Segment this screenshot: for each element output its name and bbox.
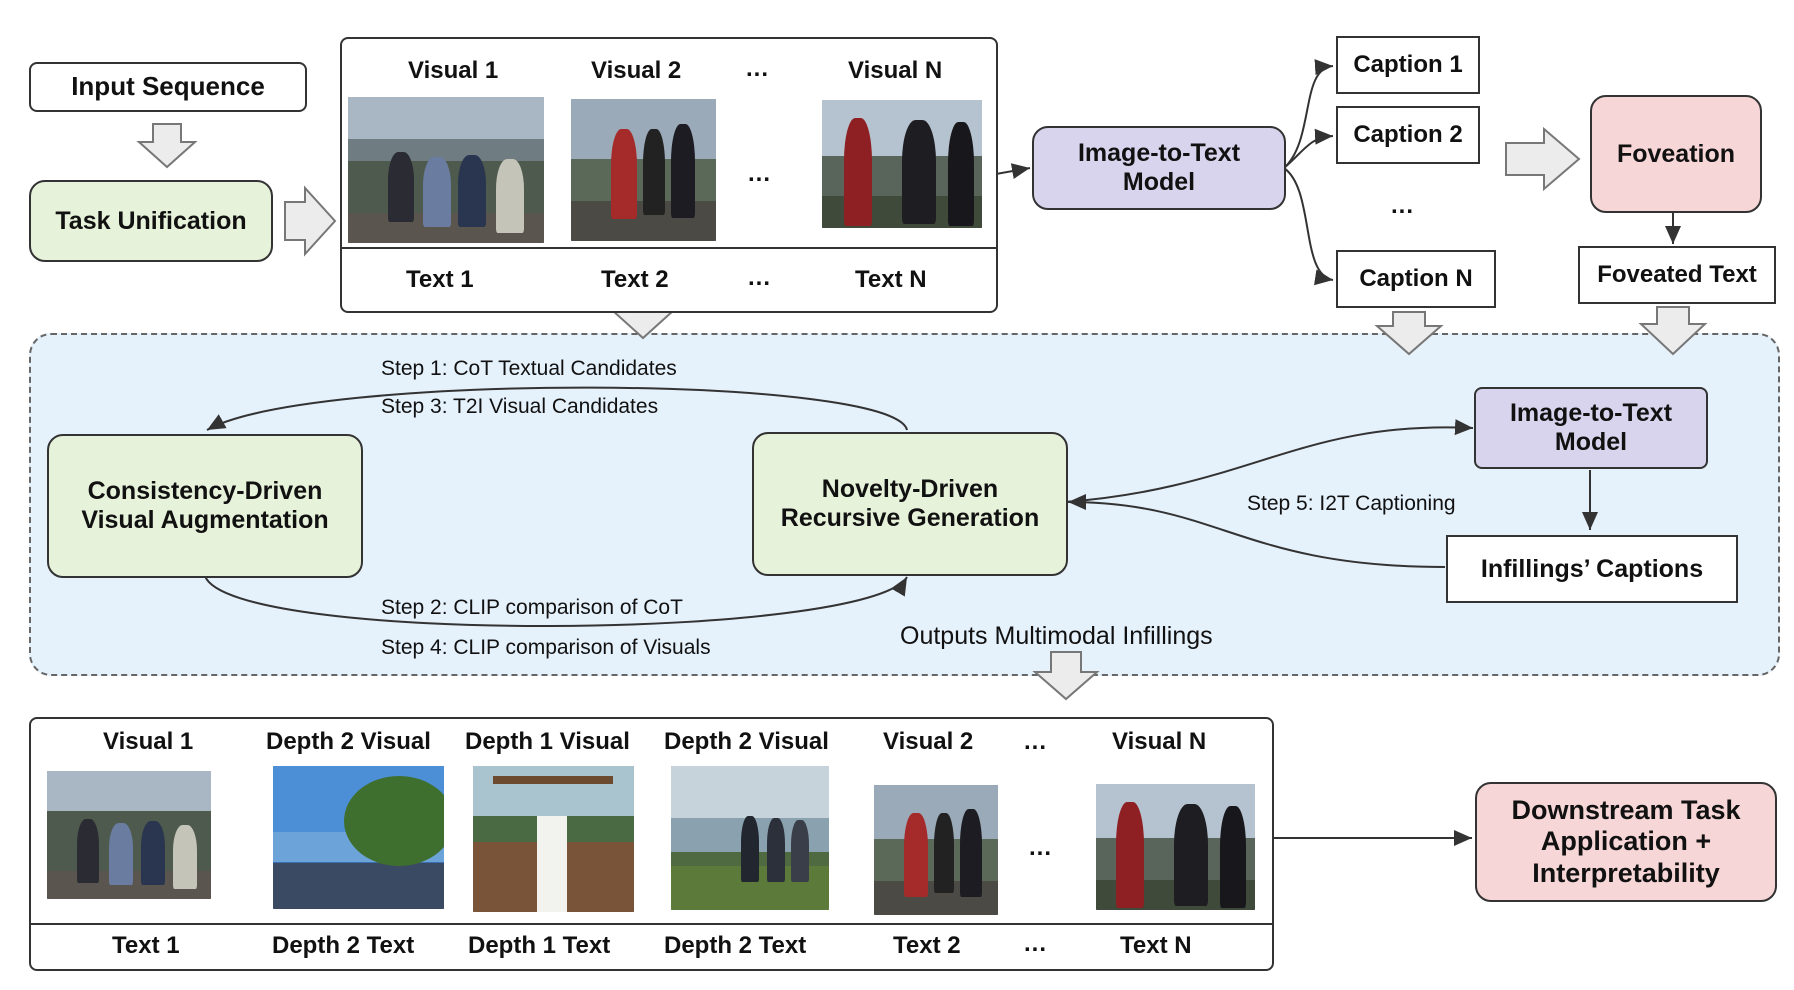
depth1-visual-image [473, 766, 634, 912]
caption-2-box: Caption 2 [1336, 106, 1480, 164]
caption-ellipsis: ... [1391, 192, 1415, 219]
output-sequence-panel [29, 717, 1274, 971]
arc-step2-4 [204, 575, 908, 627]
arrow-infillings-to-novelty [1067, 494, 1446, 568]
caption-2-label: Caption 2 [1353, 121, 1463, 149]
text-2-label: Text 2 [601, 266, 669, 293]
branch-caption-1 [1283, 59, 1334, 169]
out-depth2-visual-b-label: Depth 2 Visual [664, 728, 829, 755]
out-depth2-text-a-label: Depth 2 Text [272, 932, 415, 959]
text-ellipsis: ... [748, 264, 772, 291]
visual-1-image [348, 97, 544, 243]
out-visual-n-image [1096, 784, 1255, 910]
visual-ellipsis: ... [746, 55, 770, 82]
visuals-text-divider [340, 247, 998, 249]
novelty-label: Novelty-Driven Recursive Generation [780, 475, 1040, 532]
caption-1-box: Caption 1 [1336, 36, 1480, 94]
task-unification-label: Task Unification [55, 206, 247, 235]
visual-mid-ellipsis: ... [748, 160, 772, 187]
arrow-input-to-unification [136, 123, 198, 169]
foveation-box: Foveation [1590, 95, 1762, 213]
out-text-2-label: Text 2 [893, 932, 961, 959]
out-depth2-text-b-label: Depth 2 Text [664, 932, 807, 959]
novelty-box: Novelty-Driven Recursive Generation [752, 432, 1068, 576]
out-depth2-visual-a-label: Depth 2 Visual [266, 728, 431, 755]
out-text-ellipsis: ... [1024, 930, 1048, 957]
step-5-label: Step 5: I2T Captioning [1247, 492, 1456, 515]
infillings-captions-label: Infillings’ Captions [1480, 554, 1704, 583]
out-depth1-text-label: Depth 1 Text [468, 932, 611, 959]
arrow-visuals-to-i2t [995, 163, 1031, 180]
out-text-n-label: Text N [1120, 932, 1192, 959]
out-visual-2-image [874, 785, 998, 915]
step-4-label: Step 4: CLIP comparison of Visuals [381, 636, 711, 659]
arc-step1-3 [206, 386, 908, 431]
arrow-unification-to-visuals [284, 185, 337, 257]
loop-i2t-model-label: Image-to-Text Model [1509, 399, 1673, 456]
input-sequence-box: Input Sequence [29, 62, 307, 112]
input-sequence-label: Input Sequence [71, 71, 265, 102]
downstream-box: Downstream Task Application + Interpreta… [1475, 782, 1777, 902]
caption-n-label: Caption N [1359, 265, 1473, 293]
infillings-captions-box: Infillings’ Captions [1446, 535, 1738, 603]
arrow-captions-to-foveation [1505, 126, 1581, 192]
step-2-label: Step 2: CLIP comparison of CoT [381, 596, 683, 619]
step-1-label: Step 1: CoT Textual Candidates [381, 357, 677, 380]
out-visual-n-label: Visual N [1112, 728, 1207, 755]
visual-2-image [571, 99, 716, 241]
foveation-label: Foveation [1616, 139, 1736, 168]
out-visual-2-label: Visual 2 [883, 728, 974, 755]
consistency-box: Consistency-Driven Visual Augmentation [47, 434, 363, 578]
arrow-novelty-to-i2t [1064, 419, 1474, 503]
i2t-model-box: Image-to-Text Model [1032, 126, 1286, 210]
output-divider [29, 923, 1274, 925]
foveated-text-box: Foveated Text [1578, 246, 1776, 304]
step-3-label: Step 3: T2I Visual Candidates [381, 395, 659, 418]
out-depth1-visual-label: Depth 1 Visual [465, 728, 630, 755]
out-visual-ellipsis: ... [1024, 728, 1048, 755]
caption-1-label: Caption 1 [1353, 51, 1463, 79]
branch-caption-n [1283, 167, 1334, 286]
depth2-visual-a-image [273, 766, 444, 909]
out-visual-1-label: Visual 1 [103, 728, 194, 755]
consistency-label: Consistency-Driven Visual Augmentation [81, 477, 329, 534]
text-1-label: Text 1 [406, 266, 474, 293]
depth2-visual-b-image [671, 766, 829, 910]
out-visual-1-image [47, 771, 211, 899]
out-text-1-label: Text 1 [112, 932, 180, 959]
out-mid-ellipsis: ... [1029, 834, 1053, 861]
downstream-label: Downstream Task Application + Interpreta… [1511, 795, 1741, 888]
visual-n-label: Visual N [848, 57, 943, 84]
arrow-loop-to-outputs [1032, 651, 1100, 701]
arrow-captions-to-loop [1374, 311, 1444, 356]
visual-2-label: Visual 2 [591, 57, 682, 84]
task-unification-box: Task Unification [29, 180, 273, 262]
arrow-foveated-to-loop [1638, 306, 1708, 356]
branch-caption-2 [1283, 128, 1334, 169]
loop-i2t-model-box: Image-to-Text Model [1474, 387, 1708, 469]
outputs-label: Outputs Multimodal Infillings [900, 622, 1213, 650]
visual-1-label: Visual 1 [408, 57, 499, 84]
foveated-text-label: Foveated Text [1597, 261, 1757, 289]
caption-n-box: Caption N [1336, 250, 1496, 308]
visual-n-image [822, 100, 982, 228]
i2t-model-label: Image-to-Text Model [1077, 139, 1241, 196]
text-n-label: Text N [855, 266, 927, 293]
